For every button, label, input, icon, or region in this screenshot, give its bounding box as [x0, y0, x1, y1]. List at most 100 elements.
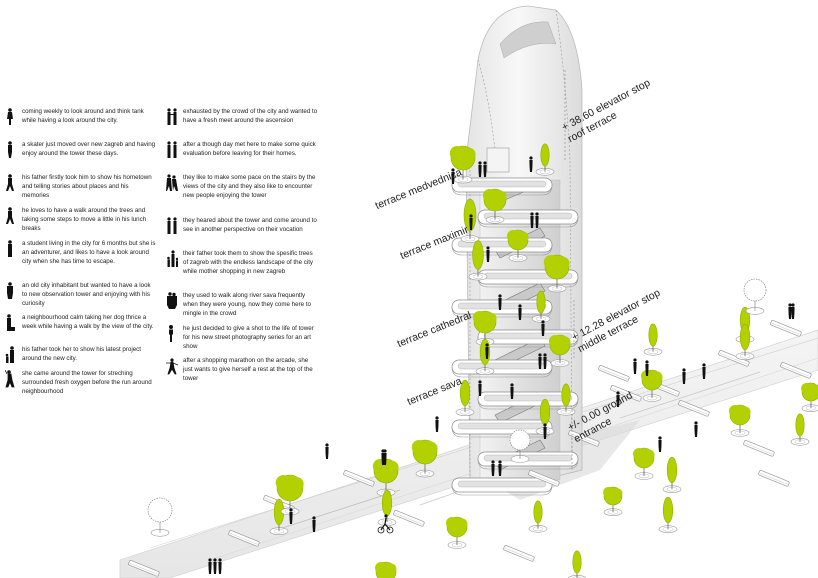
legend-text: their father took them to show the spesi… — [183, 250, 314, 276]
legend-text: after a though day met here to make some… — [183, 141, 316, 158]
legend-text: they used to walk along river sava frequ… — [183, 292, 311, 318]
person-stretching-icon — [5, 370, 15, 388]
bench — [228, 530, 260, 547]
person-figure — [213, 558, 217, 574]
people — [208, 156, 795, 574]
tree — [801, 382, 818, 412]
person-figure — [498, 460, 502, 476]
family-icon — [167, 250, 178, 267]
bench — [503, 545, 535, 562]
person-figure — [791, 303, 795, 319]
bench — [610, 385, 642, 402]
tree — [377, 489, 397, 527]
bench — [568, 430, 600, 447]
terrace-deck — [451, 299, 553, 318]
tree — [549, 334, 571, 367]
bench — [718, 350, 750, 367]
tree — [455, 379, 475, 417]
person-figure — [616, 391, 620, 407]
tree — [375, 561, 397, 578]
tree — [662, 456, 682, 494]
terrace-deck — [451, 177, 553, 196]
person-figure — [218, 558, 222, 574]
tree — [643, 323, 663, 356]
tree — [790, 413, 810, 446]
person-figure — [694, 421, 698, 437]
elderly-couple-icon — [167, 292, 177, 309]
person-figure — [498, 294, 502, 310]
tree — [603, 486, 623, 517]
bench — [343, 470, 375, 487]
person-figure — [435, 416, 439, 432]
legend-text: a neighbourhood calm taking her dog thri… — [22, 314, 154, 331]
legend-text: a skater just moved over new zagreb and … — [22, 141, 156, 158]
person-figure — [289, 508, 293, 524]
person-figure — [535, 212, 539, 228]
tree — [528, 500, 548, 533]
tree — [633, 447, 655, 480]
couple-icon — [167, 108, 177, 125]
tree — [411, 439, 438, 478]
person-with-dog-icon — [7, 314, 15, 331]
person-figure — [383, 449, 387, 465]
tree — [543, 254, 570, 293]
person-figure — [491, 460, 495, 476]
legend-text: a student living in the city for 6 month… — [22, 240, 156, 266]
legend-text: exhausted by the crowd of the city and w… — [183, 108, 318, 125]
legend-text: after a shopping marathon on the arcade,… — [183, 357, 313, 383]
person-figure — [529, 156, 533, 172]
person-figure — [543, 353, 547, 369]
bench — [128, 560, 160, 577]
tree — [472, 310, 497, 346]
terrace-deck — [451, 419, 553, 438]
tree-outline — [509, 429, 531, 463]
person-figure — [633, 358, 637, 374]
person-walking-icon — [6, 207, 14, 224]
person-with-bags-icon — [166, 358, 178, 375]
tree — [449, 145, 476, 184]
person-figure — [486, 246, 490, 262]
bench — [758, 470, 790, 487]
legend-text: coming weekly to look around and think t… — [22, 108, 144, 125]
legend-text: they heared about the tower and come aro… — [183, 217, 317, 234]
person-figure — [451, 168, 455, 184]
person-figure — [483, 161, 487, 177]
tree — [482, 188, 507, 224]
legend-text: she came around the tower for streching … — [22, 370, 152, 396]
legend-text: he loves to have a walk around the trees… — [22, 207, 147, 233]
person-figure — [538, 353, 542, 369]
tree — [556, 383, 576, 416]
tree-outline — [743, 278, 767, 315]
person-figure — [658, 436, 662, 452]
legend-text: he just decided to give a shot to the li… — [183, 325, 314, 351]
terrace-deck — [477, 209, 579, 228]
tree — [735, 323, 755, 361]
legend-text: his father firstly took him to show his … — [22, 174, 152, 200]
person-figure — [702, 363, 706, 379]
person-figure — [325, 443, 329, 459]
group-walking-icon — [166, 174, 178, 191]
legend-text: they like to make some pace on the stair… — [183, 174, 316, 200]
person-figure — [469, 214, 473, 230]
tree — [535, 143, 555, 176]
person-standing-icon — [7, 108, 13, 125]
person-figure — [510, 383, 514, 399]
terrace-deck — [451, 477, 553, 496]
person-figure — [530, 212, 534, 228]
tree — [658, 496, 678, 534]
person-figure — [485, 343, 489, 359]
trees — [147, 143, 818, 578]
bench — [678, 400, 710, 417]
tree — [531, 290, 551, 323]
couple-icon — [167, 217, 177, 234]
elevator-shaft — [486, 147, 510, 173]
bench — [528, 470, 560, 487]
tree — [729, 404, 751, 437]
person-figure — [788, 303, 792, 319]
person-figure — [478, 161, 482, 177]
tree — [468, 240, 488, 281]
person-elderly-icon — [7, 282, 13, 299]
leader-lines — [564, 70, 575, 470]
couple-icon — [167, 141, 177, 158]
